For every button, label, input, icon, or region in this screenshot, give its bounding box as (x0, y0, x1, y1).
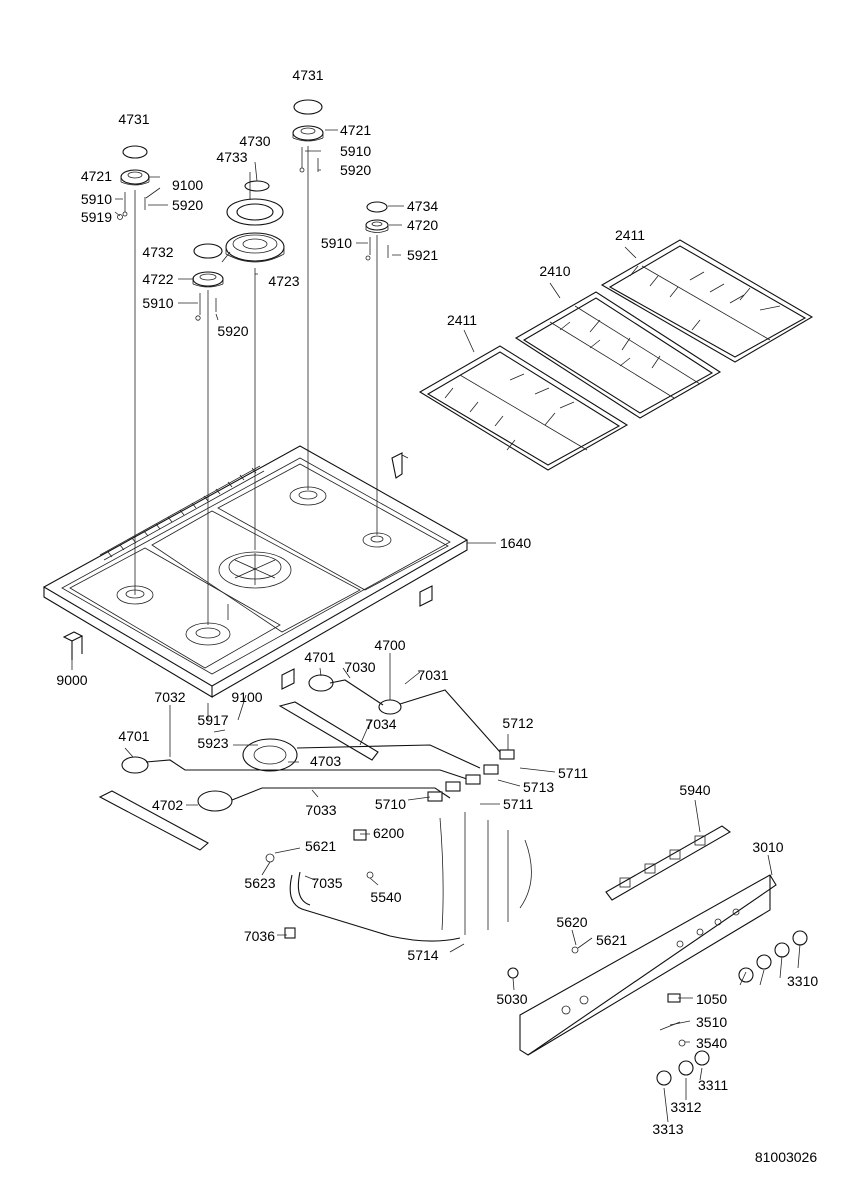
part-label: 5910 (340, 143, 371, 159)
part-label: 9000 (56, 672, 87, 688)
part-label: 5940 (679, 782, 710, 798)
part-label: 2411 (447, 312, 477, 328)
part-label: 5540 (370, 889, 401, 905)
part-label: 1050 (696, 991, 727, 1007)
part-label: 4701 (118, 728, 149, 744)
pan-support-grid-right (600, 239, 814, 363)
part-label: 3311 (698, 1077, 728, 1093)
part-label: 4703 (310, 753, 341, 769)
part-label: 4721 (340, 122, 371, 138)
part-label: 5910 (321, 235, 352, 251)
leader-lines (71, 129, 801, 1123)
part-label: 4731 (292, 67, 323, 83)
part-label: 4722 (142, 271, 173, 287)
part-label: 5623 (244, 875, 275, 891)
part-label: 4734 (407, 198, 438, 214)
part-label: 5920 (340, 162, 371, 178)
part-label: 3313 (652, 1121, 683, 1137)
part-label: 7030 (344, 659, 375, 675)
part-label: 4733 (216, 149, 247, 165)
part-label: 4702 (152, 797, 183, 813)
part-label: 4721 (81, 168, 112, 184)
part-label: 9100 (172, 177, 203, 193)
part-label: 5713 (523, 779, 554, 795)
part-label: 5621 (596, 932, 627, 948)
part-label: 7035 (311, 875, 342, 891)
part-label: 3010 (752, 839, 783, 855)
part-label: 4732 (142, 244, 173, 260)
part-label: 5917 (197, 712, 228, 728)
part-label: 5923 (197, 735, 228, 751)
part-label: 7033 (305, 802, 336, 818)
part-label: 2411 (615, 227, 645, 243)
part-label: 3312 (670, 1099, 701, 1115)
part-label: 5921 (407, 247, 438, 263)
part-label: 4700 (374, 637, 405, 653)
burner-group-top (292, 99, 324, 490)
part-label: 5711 (558, 765, 588, 781)
part-label: 2410 (539, 263, 570, 279)
part-label: 5714 (407, 947, 438, 963)
small-burner-group (365, 201, 389, 535)
part-label: 3540 (696, 1035, 727, 1051)
part-label: 4720 (407, 217, 438, 233)
pan-support-grid-left (418, 345, 629, 471)
part-label: 5620 (556, 914, 587, 930)
part-label: 1640 (500, 535, 531, 551)
part-label: 5710 (375, 796, 406, 812)
part-label: 5920 (217, 323, 248, 339)
drawing-reference-number: 81003026 (755, 1149, 818, 1165)
part-label: 4730 (239, 133, 270, 149)
part-label: 7034 (365, 716, 396, 732)
brackets (62, 452, 433, 690)
part-label: 7036 (244, 928, 275, 944)
part-labels: 4731 4721 5910 5920 4731 4721 5910 5919 … (56, 67, 818, 1137)
part-label: 5712 (502, 715, 533, 731)
part-label: 9100 (231, 689, 262, 705)
part-label: 3310 (787, 973, 818, 989)
part-label: 5711 (503, 796, 533, 812)
part-label: 4731 (118, 111, 149, 127)
part-label: 5910 (81, 191, 112, 207)
part-label: 6200 (373, 825, 404, 841)
part-label: 7031 (417, 667, 448, 683)
part-label: 5621 (305, 838, 336, 854)
part-label: 4701 (304, 649, 335, 665)
pan-support-grid-center (514, 291, 722, 419)
hob-top-1640 (42, 445, 469, 720)
part-label: 4723 (268, 273, 299, 289)
medium-burner-group (192, 243, 224, 625)
part-label: 5919 (81, 209, 112, 225)
part-label: 7032 (154, 689, 185, 705)
part-label: 5920 (172, 197, 203, 213)
part-label: 5030 (496, 991, 527, 1007)
part-label: 5910 (142, 295, 173, 311)
part-label: 3510 (696, 1014, 727, 1030)
wok-burner-group (225, 180, 285, 550)
burner-group-left (117, 145, 150, 595)
